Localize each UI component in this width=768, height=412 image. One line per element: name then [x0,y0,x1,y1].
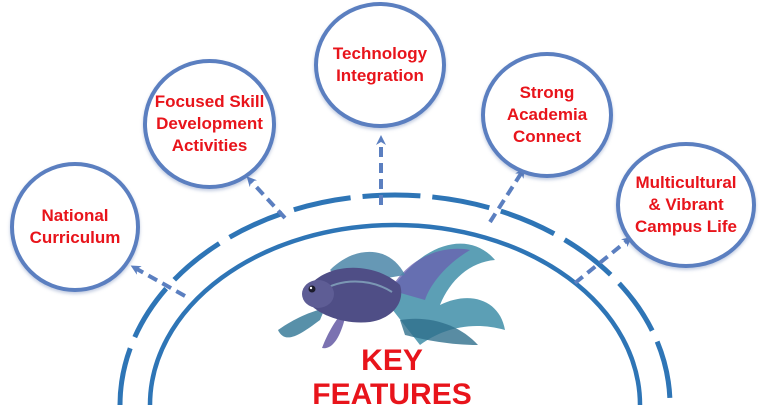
key-features-title: KEY FEATURES [312,344,472,411]
feature-label: National Curriculum [29,206,121,247]
feature-circle-technology: Technology Integration [314,2,446,128]
feature-circle-academia: Strong Academia Connect [481,52,613,178]
feature-label: Technology Integration [332,44,428,85]
betta-fish-icon [278,243,505,349]
feature-label: Focused Skill Development Activities [154,92,265,155]
outer-dashed-arc [117,192,673,405]
feature-label: Multicultural & Vibrant Campus Life [634,173,738,236]
feature-circle-national-curriculum: National Curriculum [10,162,140,292]
arrow-to-focused-skill [246,176,287,220]
arrow-to-multicultural [573,236,632,285]
feature-circle-multicultural: Multicultural & Vibrant Campus Life [616,142,756,268]
feature-circle-focused-skill: Focused Skill Development Activities [143,59,276,189]
arrow-to-national-curriculum [130,265,186,298]
arrow-to-academia [488,167,525,224]
inner-arc [147,222,643,405]
feature-label: Strong Academia Connect [506,83,588,146]
